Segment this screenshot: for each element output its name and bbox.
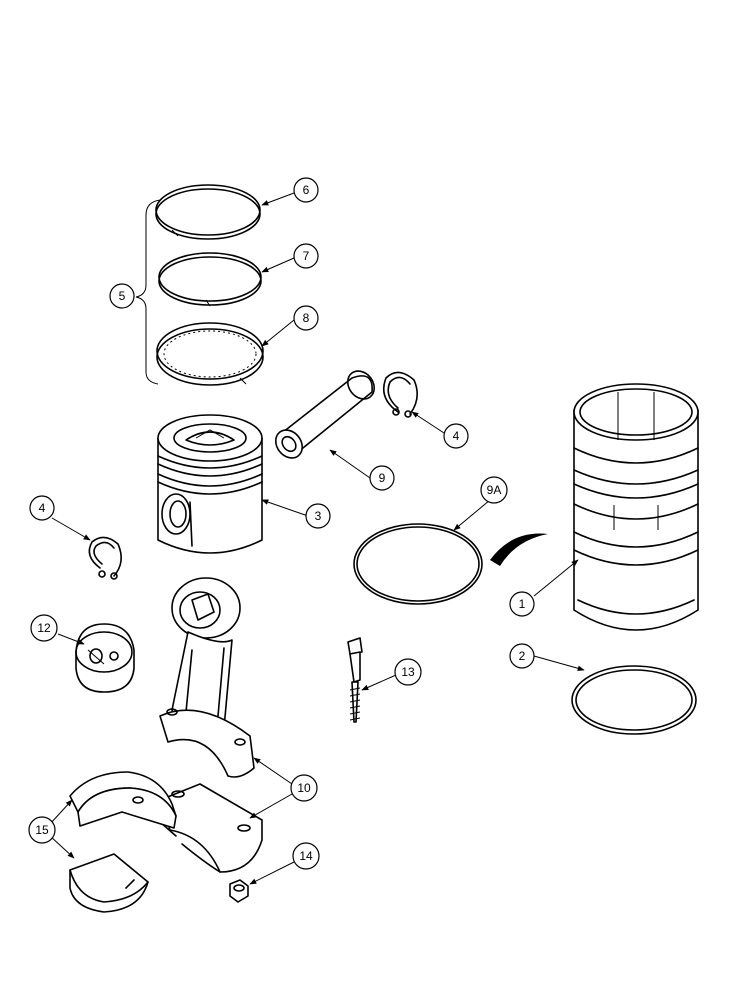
snap-ring-lower (88, 536, 122, 580)
callout-2: 2 (509, 643, 535, 669)
piston-ring-oil (156, 322, 264, 386)
svg-text:4: 4 (39, 501, 46, 515)
callout-7: 7 (293, 243, 319, 269)
svg-text:9: 9 (379, 471, 386, 485)
svg-text:12: 12 (37, 621, 51, 635)
bearing-shell-upper (69, 771, 177, 829)
piston-ring-middle (158, 252, 262, 307)
rod-nut (229, 879, 249, 903)
svg-text:2: 2 (519, 649, 526, 663)
callout-4-upper: 4 (443, 423, 469, 449)
callout-4-lower: 4 (29, 495, 55, 521)
svg-text:5: 5 (119, 289, 126, 303)
svg-text:9A: 9A (487, 483, 502, 497)
pin-bushing (75, 623, 135, 693)
callout-8: 8 (293, 305, 319, 331)
svg-text:10: 10 (297, 781, 311, 795)
callout-9A: 9A (480, 476, 508, 504)
piston-ring-top (155, 184, 261, 240)
svg-text:7: 7 (303, 249, 310, 263)
svg-text:4: 4 (453, 429, 460, 443)
callout-12: 12 (30, 614, 58, 642)
callout-13: 13 (394, 658, 422, 686)
callout-10: 10 (290, 774, 318, 802)
svg-text:8: 8 (303, 311, 310, 325)
bearing-shell-lower (69, 853, 149, 913)
callout-6: 6 (293, 177, 319, 203)
callout-5: 5 (109, 283, 135, 309)
snap-ring-upper (382, 371, 418, 418)
ring-set-bracket (135, 199, 161, 385)
rod-bolt (347, 637, 363, 723)
install-direction-arrow (490, 533, 548, 566)
callout-9: 9 (369, 465, 395, 491)
svg-text:3: 3 (315, 509, 322, 523)
callout-15: 15 (28, 816, 56, 844)
callout-14: 14 (292, 842, 320, 870)
piston-pin (274, 370, 376, 459)
svg-text:6: 6 (303, 183, 310, 197)
piston (157, 414, 263, 554)
svg-text:15: 15 (35, 823, 49, 837)
connecting-rod-cap (159, 783, 263, 873)
callout-3: 3 (305, 503, 331, 529)
svg-text:14: 14 (299, 849, 313, 863)
svg-text:1: 1 (519, 597, 526, 611)
callout-1: 1 (509, 591, 535, 617)
svg-text:13: 13 (401, 665, 415, 679)
o-ring (353, 523, 483, 605)
liner-seal-ring (571, 665, 697, 735)
leader-lines (49, 192, 585, 885)
connecting-rod (159, 577, 255, 778)
cylinder-liner (573, 383, 699, 631)
